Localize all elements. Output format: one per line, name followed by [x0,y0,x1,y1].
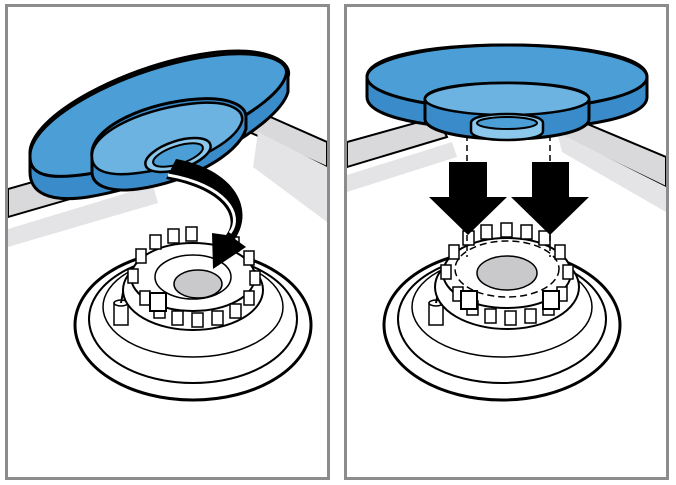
right-illustration [347,43,666,402]
step-panel-align-cap [344,4,669,480]
ignition-electrode [113,286,129,326]
down-arrow-left-icon [429,162,507,235]
burner-crown [122,226,264,331]
step-panel-place-cap [5,4,330,480]
burner-cap [28,49,291,201]
down-arrow-right-icon [511,162,589,235]
burner-crown [434,222,580,330]
left-illustration [8,49,327,402]
curved-arrow-icon [166,159,246,269]
burner-cap [365,43,649,142]
